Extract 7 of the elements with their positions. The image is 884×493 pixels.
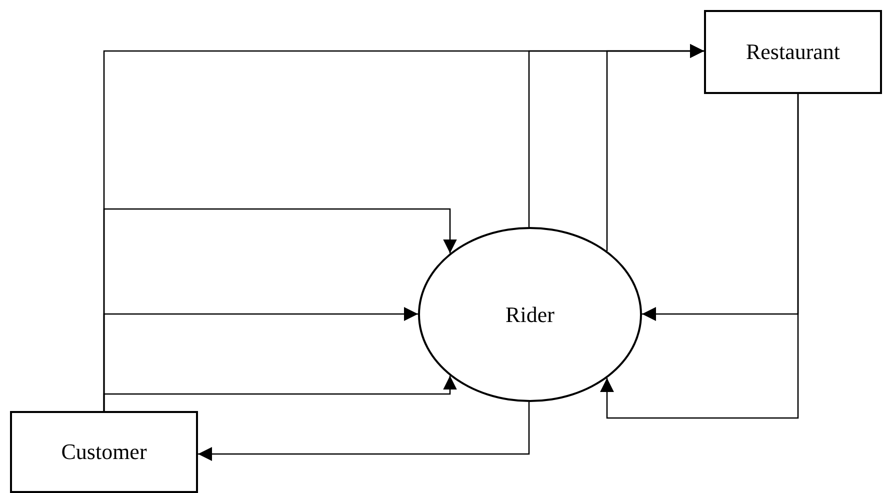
process-box: Restaurant (704, 10, 882, 94)
arrow (103, 376, 457, 411)
arrow (606, 44, 704, 251)
process-box: Customer (10, 411, 198, 493)
process-ellipse: Rider (418, 227, 642, 402)
arrow (198, 402, 530, 461)
arrow (600, 94, 799, 419)
